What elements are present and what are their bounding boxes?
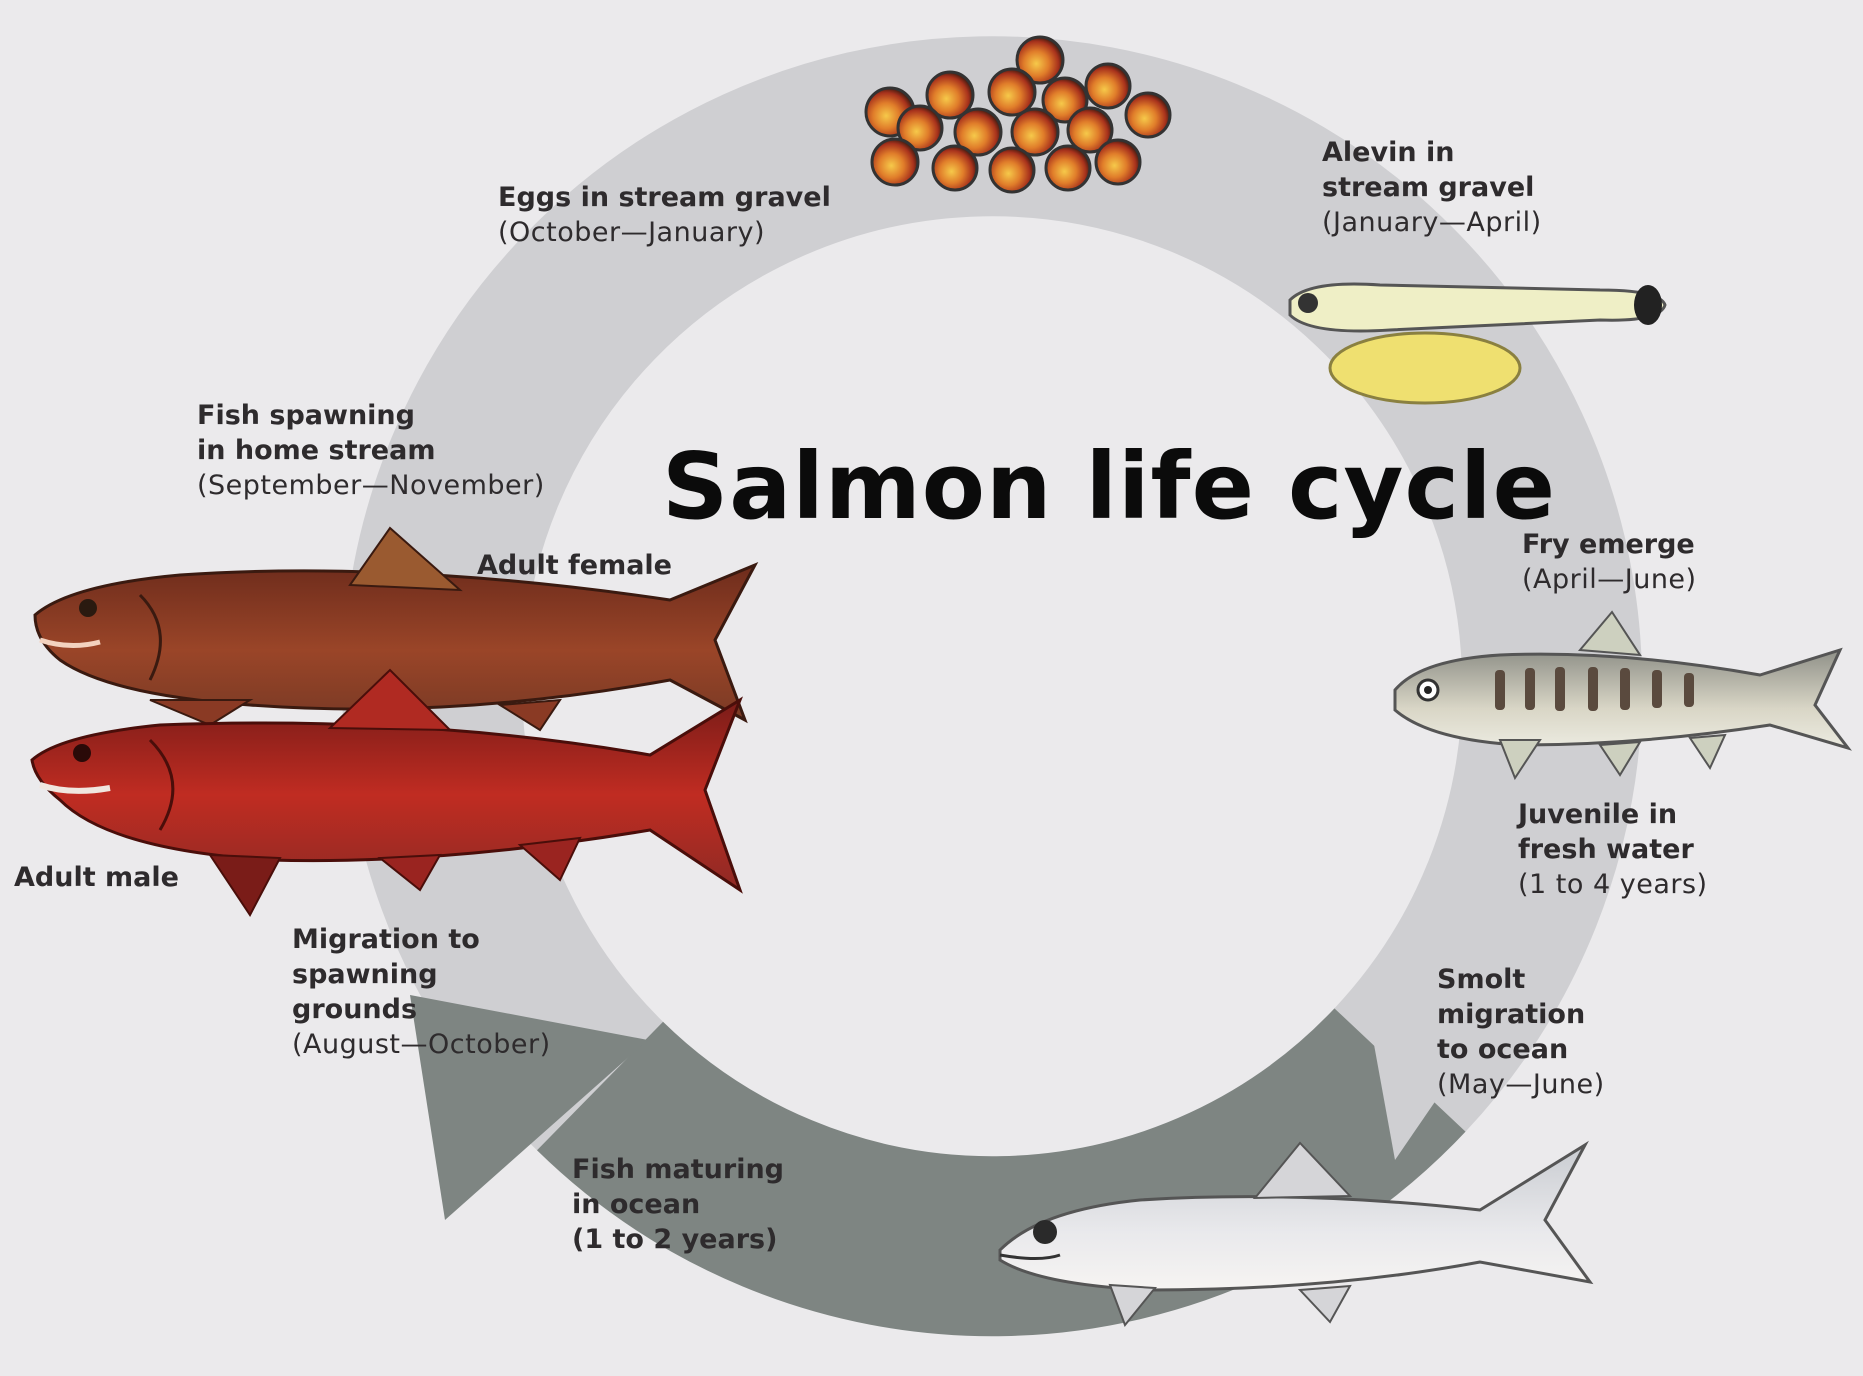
stage-heading: in home stream: [197, 433, 545, 468]
stage-heading: Migration to: [292, 922, 551, 957]
stage-period: (May—June): [1437, 1067, 1605, 1102]
stage-period: (September—November): [197, 468, 545, 503]
fish-label-adult-male: Adult male: [14, 860, 179, 895]
stage-heading: Fish maturing: [572, 1152, 784, 1187]
stage-label-juvenile: Juvenile in fresh water (1 to 4 years): [1518, 797, 1708, 902]
stage-period: (1 to 4 years): [1518, 867, 1708, 902]
stage-period: (January—April): [1322, 205, 1542, 240]
stage-heading: to ocean: [1437, 1032, 1605, 1067]
stage-heading: Alevin in: [1322, 135, 1542, 170]
fish-label-adult-female: Adult female: [477, 548, 672, 583]
stage-heading: spawning: [292, 957, 551, 992]
stage-label-smolt: Smolt migration to ocean (May—June): [1437, 962, 1605, 1102]
stage-heading: stream gravel: [1322, 170, 1542, 205]
stage-label-fry: Fry emerge (April—June): [1522, 527, 1697, 597]
stage-heading: grounds: [292, 992, 551, 1027]
stage-heading: migration: [1437, 997, 1605, 1032]
stage-label-eggs: Eggs in stream gravel (October—January): [498, 180, 831, 250]
stage-heading: Juvenile in: [1518, 797, 1708, 832]
stage-heading: fresh water: [1518, 832, 1708, 867]
stage-period: (October—January): [498, 215, 831, 250]
stage-period: (August—October): [292, 1027, 551, 1062]
stage-label-ocean: Fish maturing in ocean (1 to 2 years): [572, 1152, 784, 1257]
stage-heading: Eggs in stream gravel: [498, 180, 831, 215]
stage-period: (April—June): [1522, 562, 1697, 597]
stage-period: (1 to 2 years): [572, 1222, 784, 1257]
stage-label-alevin: Alevin in stream gravel (January—April): [1322, 135, 1542, 240]
stage-label-migration: Migration to spawning grounds (August—Oc…: [292, 922, 551, 1062]
stage-heading: Smolt: [1437, 962, 1605, 997]
stage-heading: in ocean: [572, 1187, 784, 1222]
stage-heading: Fish spawning: [197, 398, 545, 433]
stage-heading: Fry emerge: [1522, 527, 1697, 562]
stage-label-spawning: Fish spawning in home stream (September—…: [197, 398, 545, 503]
